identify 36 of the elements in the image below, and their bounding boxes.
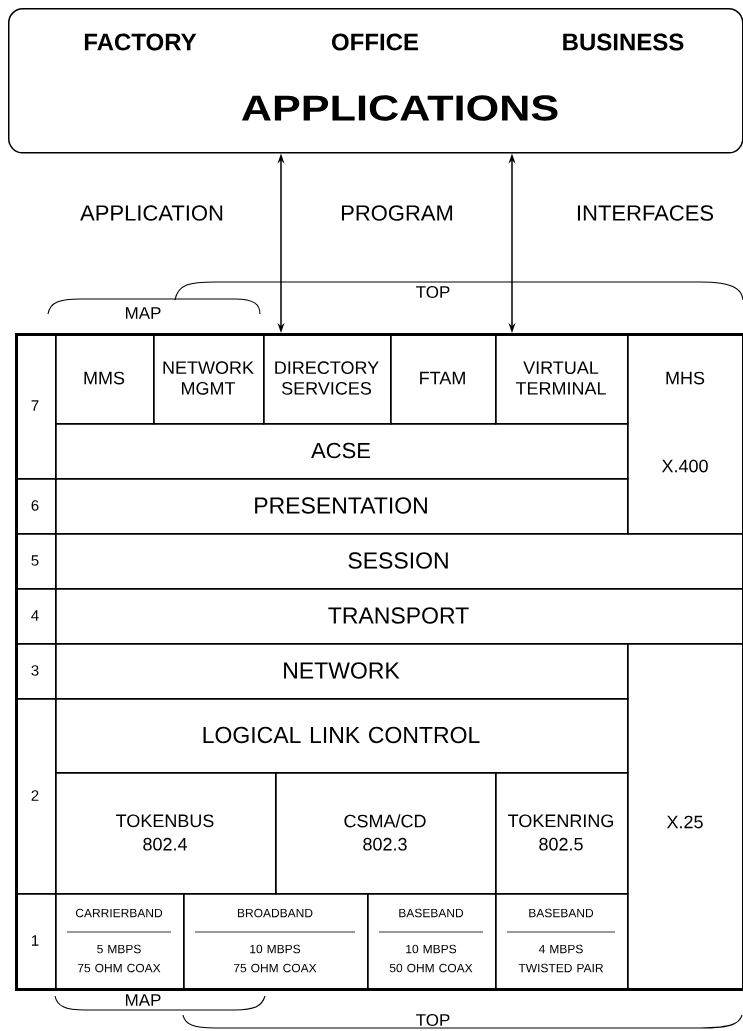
bracket-label: MAP [126,307,161,319]
layer-number-cell: 6 [15,478,57,535]
layer-cell: SESSION [55,533,743,590]
layer-number-cell: 2 [15,698,57,895]
interface-label: APPLICATION [80,205,223,221]
physical-medium-cell: CARRIERBAND 5 MBPS 75 OHM COAX [55,893,185,990]
layer-number-cell: 4 [15,588,57,645]
protocol-cell: VIRTUAL TERMINAL [495,333,629,425]
interface-label: PROGRAM [341,205,453,221]
layer-cell: ACSE [55,423,629,480]
protocol-cell: DIRECTORY SERVICES [263,333,392,425]
layer-cell: TRANSPORT [55,588,743,645]
bracket-label: TOP [416,1014,450,1027]
layer-cell: LOGICAL LINK CONTROL [55,698,629,774]
protocol-cell: MMS [55,333,155,425]
physical-medium-cell: BASEBAND 4 MBPS TWISTED PAIR [495,893,629,990]
layer-cell: PRESENTATION [55,478,629,535]
bracket-label: TOP [416,286,450,299]
physical-medium-cell: BASEBAND 10 MBPS 50 OHM COAX [367,893,497,990]
sublayer-cell: CSMA/CD 802.3 [275,772,497,895]
bracket-label: MAP [126,994,161,1006]
layer-number-cell: 5 [15,533,57,590]
interface-label: INTERFACES [577,205,714,221]
physical-medium-cell: BROADBAND 10 MBPS 75 OHM COAX [183,893,369,990]
layer-number-cell: 1 [15,893,57,990]
layer-stack-frame [15,333,743,991]
protocol-cell: FTAM [390,333,497,425]
standard-cell: MHS X.400 [627,333,743,535]
protocol-cell: NETWORK MGMT [153,333,265,425]
applications-box: FACTORY OFFICE BUSINESS APPLICATIONS [8,8,743,154]
sublayer-cell: TOKENBUS 802.4 [55,772,277,895]
layer-number-cell: 7 [15,333,57,480]
layer-number-cell: 3 [15,643,57,700]
sublayer-cell: TOKENRING 802.5 [495,772,629,895]
standard-cell: X.25 [627,643,743,990]
layer-cell: NETWORK [55,643,629,700]
